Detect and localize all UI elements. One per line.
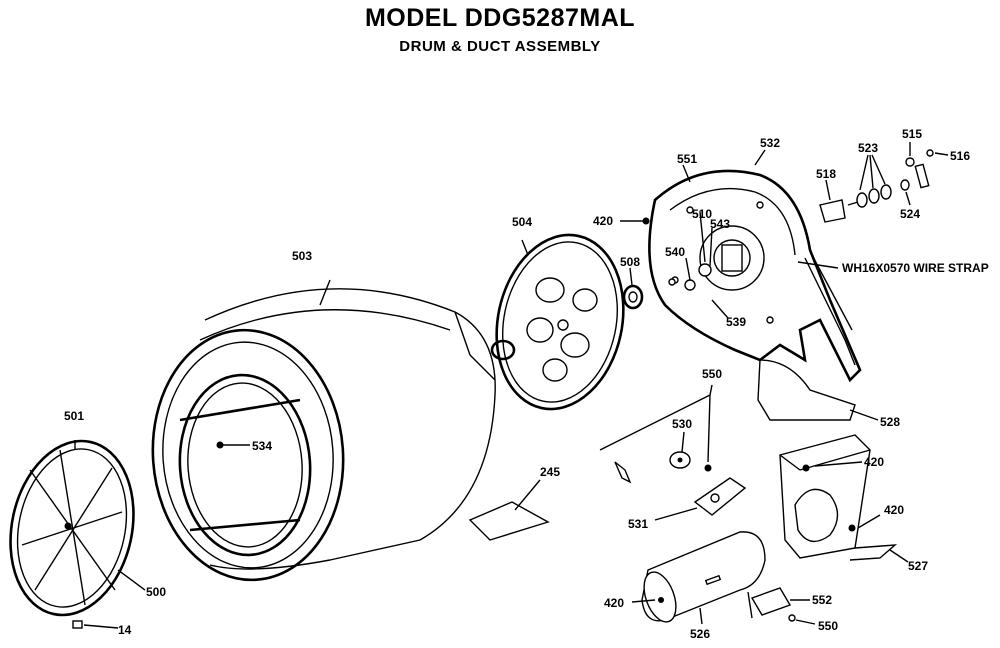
callout-420-box-top: 420 — [864, 455, 884, 469]
callout-526: 526 — [690, 627, 710, 641]
part-rear-panel — [490, 233, 625, 411]
callout-515: 515 — [902, 127, 922, 141]
callout-504: 504 — [512, 215, 532, 229]
callout-516: 516 — [950, 149, 970, 163]
callout-539: 539 — [726, 315, 746, 329]
part-rear-housing — [620, 149, 862, 383]
part-drum — [151, 279, 496, 582]
part-bearing — [622, 267, 644, 310]
callout-14: 14 — [118, 623, 132, 637]
callout-543: 543 — [710, 217, 730, 231]
callout-wire-strap: WH16X0570 WIRE STRAP — [842, 261, 989, 275]
callout-420-box-side: 420 — [884, 503, 904, 517]
callout-500: 500 — [146, 585, 166, 599]
callout-420-duct: 420 — [593, 214, 613, 228]
part-connector — [747, 587, 816, 625]
callout-528: 528 — [880, 415, 900, 429]
callout-552: 552 — [812, 593, 832, 607]
part-foot-pad — [468, 479, 550, 541]
callout-labels: 501 500 14 503 534 504 245 508 420 510 5… — [64, 127, 989, 641]
callout-245: 245 — [540, 465, 560, 479]
callout-550-lower: 550 — [818, 619, 838, 633]
diagram-title: MODEL DDG5287MAL — [364, 4, 636, 32]
part-cylinder — [631, 531, 766, 625]
part-heater-box — [779, 434, 909, 563]
part-small-hardware — [819, 142, 949, 223]
part-thermostat-bracket — [599, 384, 747, 521]
callout-420-cylinder: 420 — [604, 596, 624, 610]
callout-523: 523 — [858, 141, 878, 155]
callout-527: 527 — [908, 559, 928, 573]
callout-524: 524 — [900, 207, 920, 221]
callout-530: 530 — [672, 417, 692, 431]
callout-503: 503 — [292, 249, 312, 263]
callout-531: 531 — [628, 517, 648, 531]
callout-532: 532 — [760, 136, 780, 150]
callout-534: 534 — [252, 439, 272, 453]
callout-518: 518 — [816, 167, 836, 181]
callout-508: 508 — [620, 255, 640, 269]
diagram-subtitle: DRUM & DUCT ASSEMBLY — [399, 38, 601, 55]
callout-501: 501 — [64, 409, 84, 423]
callout-550-upper: 550 — [702, 367, 722, 381]
callout-551: 551 — [677, 152, 697, 166]
callout-510: 510 — [692, 207, 712, 221]
callout-540: 540 — [665, 245, 685, 259]
part-lower-duct — [757, 359, 879, 421]
part-front-seal — [9, 439, 146, 629]
